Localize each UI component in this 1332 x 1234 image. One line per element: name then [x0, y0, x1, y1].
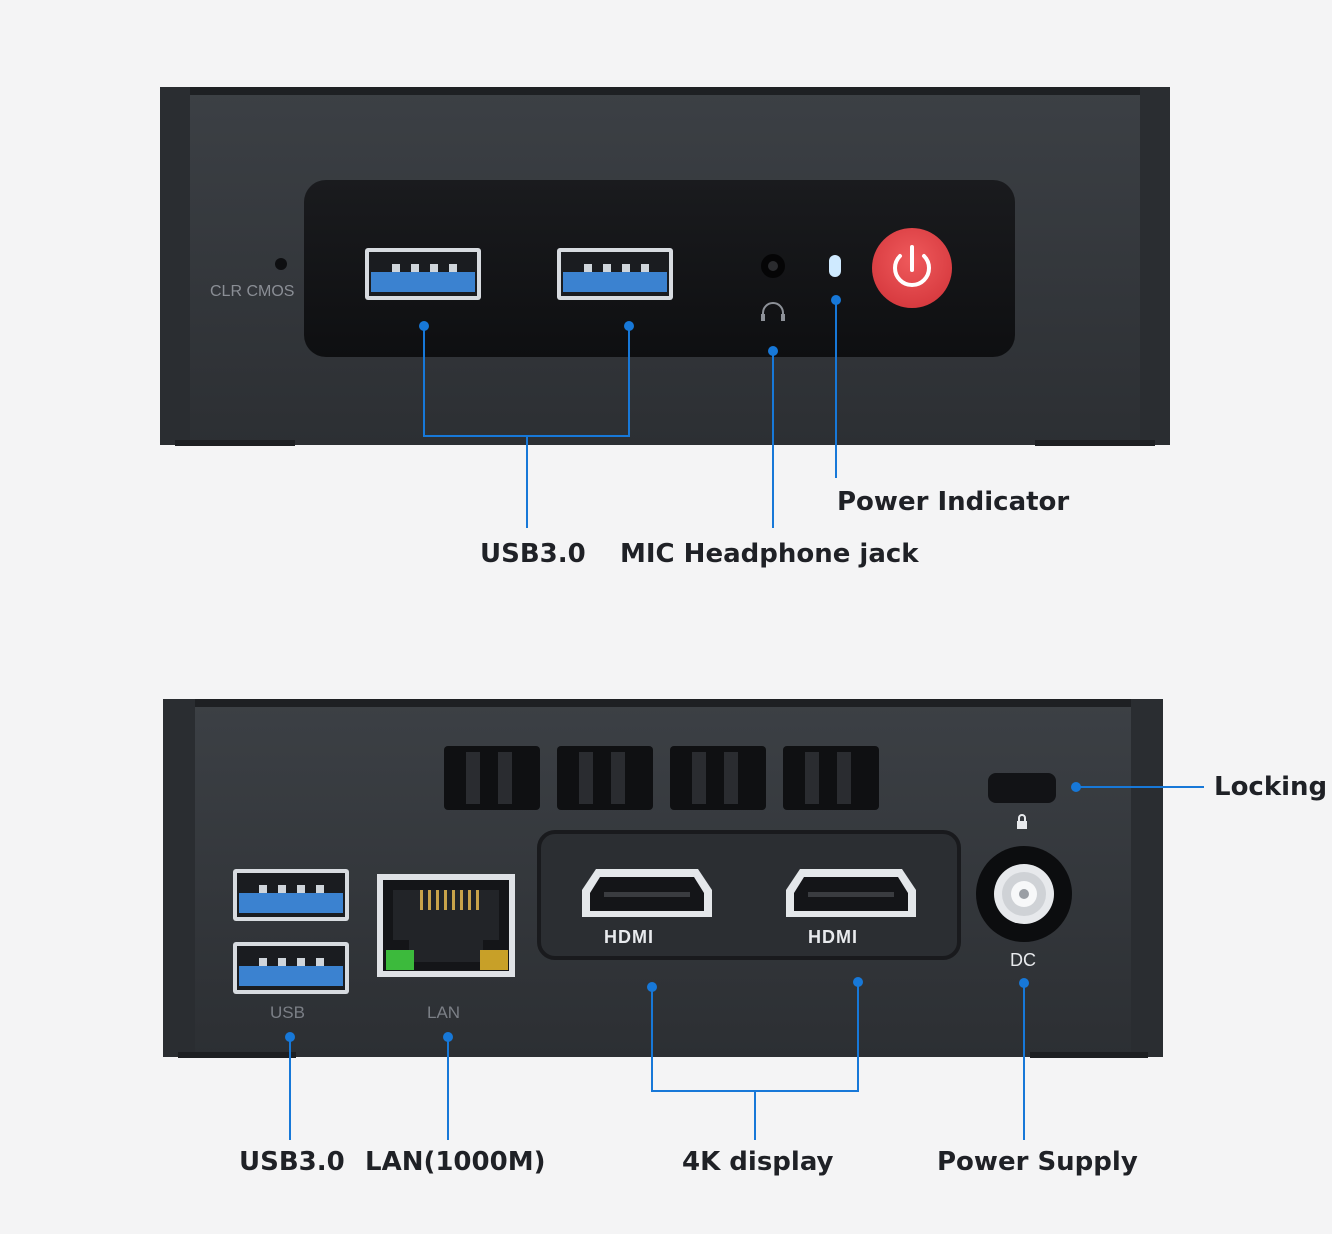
rear-usb-port-2[interactable] [233, 942, 349, 994]
front-leader-lines [423, 300, 837, 528]
lan-link-led [386, 950, 414, 970]
usb-port-label: USB [270, 1003, 305, 1022]
callout-rear-usb: USB3.0 [239, 1147, 345, 1177]
hdmi-port-1[interactable] [582, 869, 712, 917]
lan-port-label: LAN [427, 1003, 461, 1022]
headphone-icon [761, 302, 785, 321]
lan-port[interactable] [377, 874, 515, 977]
front-usb-port-1[interactable] [365, 248, 481, 300]
kensington-lock-slot[interactable] [988, 773, 1056, 803]
callout-mic-headphone: MIC Headphone jack [620, 539, 919, 569]
rear-usb-port-1[interactable] [233, 869, 349, 921]
clr-cmos-hole[interactable] [275, 258, 287, 270]
callout-4k-display: 4K display [682, 1147, 834, 1177]
callout-lan: LAN(1000M) [365, 1147, 546, 1177]
rear-device [163, 699, 1204, 1140]
audio-jack[interactable] [761, 254, 785, 278]
callout-power-supply: Power Supply [937, 1147, 1138, 1177]
power-indicator-led [829, 255, 841, 277]
rear-leader-dots [285, 782, 1081, 1042]
clr-cmos-label: CLR CMOS [210, 283, 295, 300]
dc-port-label: DC [1010, 950, 1036, 970]
front-usb-port-2[interactable] [557, 248, 673, 300]
power-button[interactable] [872, 228, 952, 308]
lan-activity-led [480, 950, 508, 970]
air-vents [444, 746, 879, 810]
hdmi-logo-2: HDMI [808, 927, 858, 947]
lock-icon [1017, 814, 1027, 829]
dc-power-jack[interactable] [976, 846, 1072, 942]
callout-power-indicator: Power Indicator [837, 487, 1070, 517]
hdmi-port-2[interactable] [786, 869, 916, 917]
hdmi-logo-1: HDMI [604, 927, 654, 947]
rear-leader-lines [289, 786, 1204, 1140]
callout-front-usb: USB3.0 [480, 539, 586, 569]
power-icon [893, 245, 931, 288]
callout-locking: Locking [1214, 772, 1328, 802]
front-leader-dots [419, 295, 841, 356]
hdmi-bezel [537, 830, 961, 960]
front-device [160, 87, 1170, 528]
